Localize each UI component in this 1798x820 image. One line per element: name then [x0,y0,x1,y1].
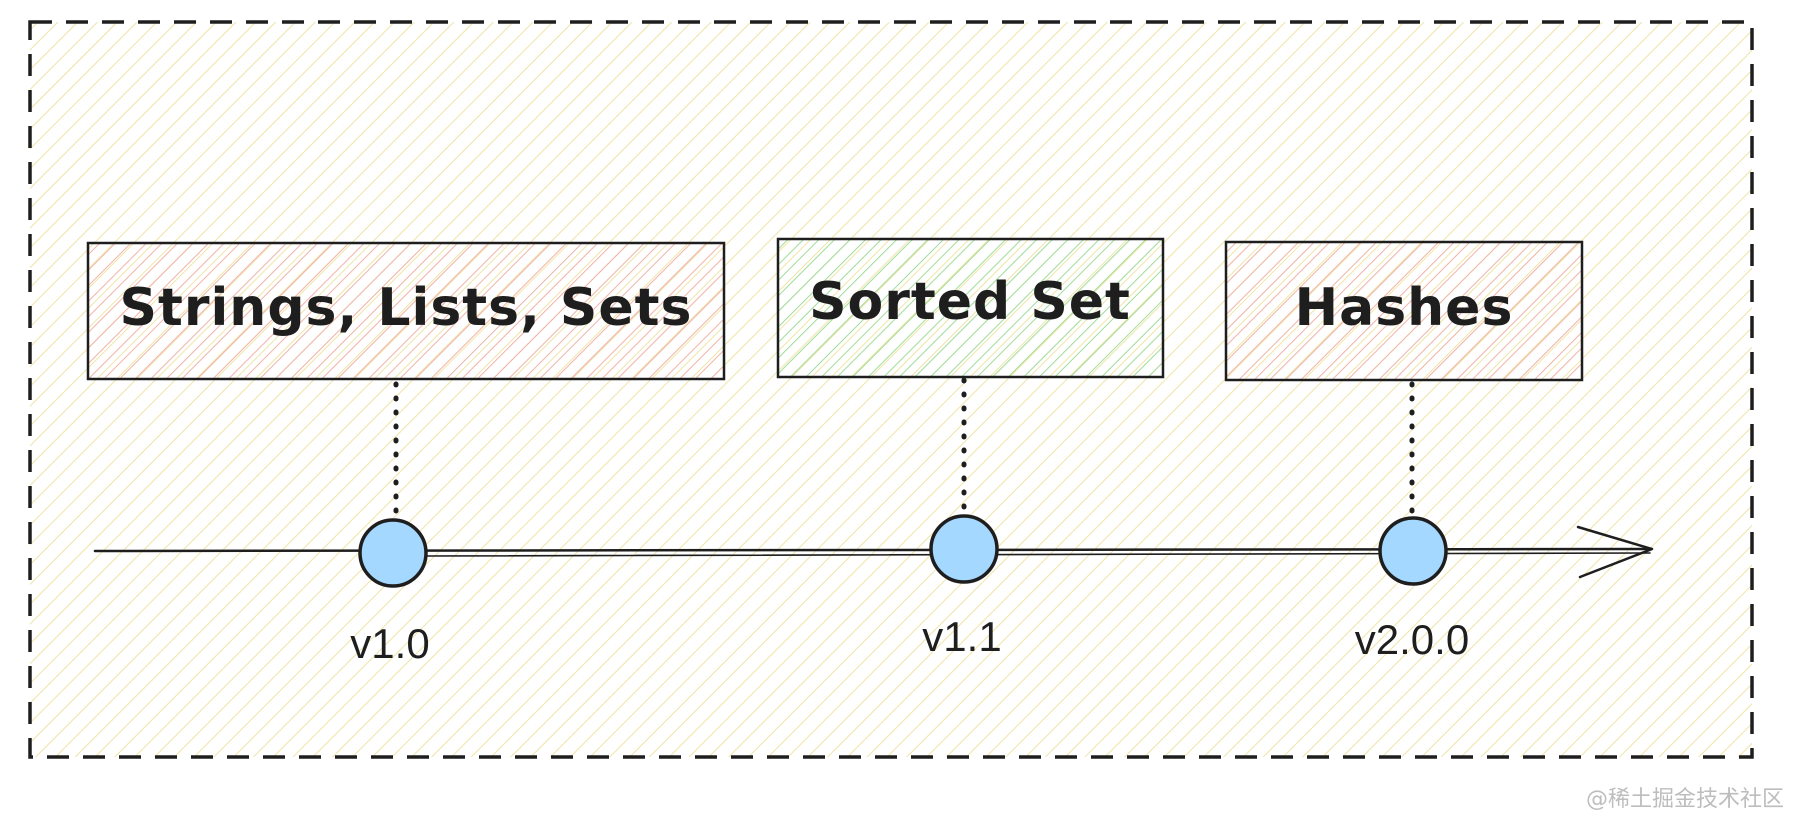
timeline-node-v2-0-0 [1378,516,1448,586]
box-label-strings-lists-sets: Strings, Lists, Sets [120,278,693,338]
timeline-box-hashes: Hashes [1224,240,1584,382]
outer-dashed-frame [28,20,1754,759]
version-label-v1-1: v1.1 [922,613,1001,660]
timeline-box-sorted-set: Sorted Set [776,237,1165,379]
outer-frame-fill [30,22,1752,757]
watermark-label: @稀土掘金技术社区 [1586,787,1784,812]
timeline-node-v1-1 [929,514,999,584]
timeline-arrow-head [1576,525,1654,579]
timeline-box-strings-lists-sets: Strings, Lists, Sets [86,241,726,381]
box-label-sorted-set: Sorted Set [809,272,1131,332]
version-label-v2-0-0: v2.0.0 [1355,616,1469,663]
timeline-node-v1-0 [358,518,428,588]
box-label-hashes: Hashes [1295,278,1514,338]
version-label-v1-0: v1.0 [350,620,429,667]
